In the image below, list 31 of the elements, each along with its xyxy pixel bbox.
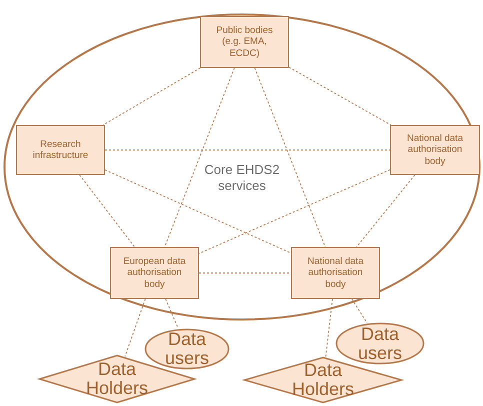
node-label: Data Holders xyxy=(290,361,356,399)
node-label: Data users xyxy=(164,330,210,368)
node-label: National data authorisation body xyxy=(406,132,464,168)
dashed-connector xyxy=(254,68,326,248)
node-label: Public bodies (e.g. EMA, ECDC) xyxy=(215,24,274,60)
user-oval xyxy=(335,322,425,365)
process-box xyxy=(200,16,289,68)
process-box xyxy=(110,247,199,299)
node-label: Core EHDS2 services xyxy=(203,162,281,194)
process-box xyxy=(390,125,480,175)
node-label: Data Holders xyxy=(84,360,150,398)
node-label: Research infrastructure xyxy=(32,138,90,162)
dashed-connector xyxy=(165,298,179,329)
dashed-connector xyxy=(79,174,136,248)
process-box xyxy=(16,125,105,175)
dashed-connector xyxy=(164,68,235,248)
dashed-connector xyxy=(124,298,146,357)
user-oval xyxy=(144,328,230,370)
dashed-connector xyxy=(104,169,292,254)
dashed-connector xyxy=(102,68,201,126)
process-box xyxy=(291,247,380,299)
dashed-connector xyxy=(351,298,368,324)
node-label: National data authorisation body xyxy=(306,256,364,290)
dashed-connector xyxy=(356,174,416,248)
dashed-connector xyxy=(325,298,333,358)
core-services-ellipse xyxy=(3,13,481,321)
dashed-connector xyxy=(288,66,392,126)
node-label: European data authorisation body xyxy=(122,256,187,290)
dashed-connector xyxy=(198,169,390,254)
node-label: Data users xyxy=(356,324,403,362)
dashed-connector xyxy=(198,272,292,274)
